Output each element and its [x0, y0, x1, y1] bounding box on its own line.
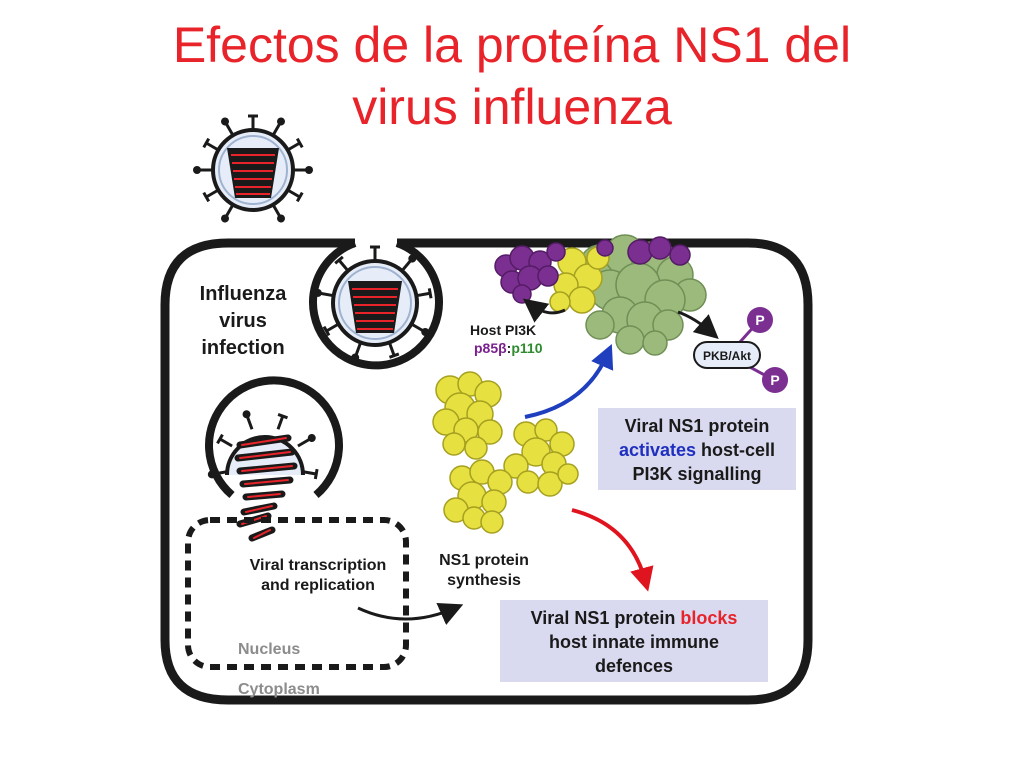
activates-pre: Viral	[625, 416, 669, 436]
budding-virus-vesicle	[309, 239, 443, 370]
pi3k-arrow-left	[522, 298, 566, 323]
pi3k-subunits-label: p85β:p110	[474, 340, 543, 356]
activates-mid: protein	[703, 416, 769, 436]
activates-ns1: NS1	[668, 416, 703, 436]
blocks-pre: Viral	[531, 608, 575, 628]
pi3k-complex-structure	[494, 234, 707, 356]
title-line-2: virus influenza	[352, 79, 672, 135]
blocks-mid: protein	[609, 608, 680, 628]
activates-line-1: Viral NS1 protein	[625, 416, 770, 436]
influenza-label-line-2: virus	[219, 310, 267, 332]
blocks-verb: blocks	[680, 608, 737, 628]
pkb-akt-label: PKB/Akt	[703, 349, 751, 363]
page-title: Efectos de la proteína NS1 del virus inf…	[0, 14, 1024, 138]
blocks-ns1: NS1	[574, 608, 609, 628]
nucleus-boundary	[185, 517, 409, 670]
ns1-synthesis-label-line-1: NS1 protein	[439, 552, 529, 569]
phospho-label-top: P	[755, 312, 764, 328]
p85b-label: p85β	[474, 340, 507, 356]
influenza-label-line-1: Influenza	[200, 283, 288, 305]
activates-line-3: PI3K signalling	[632, 464, 761, 484]
phospho-circle-top	[747, 307, 773, 333]
blocking-arrow	[571, 508, 654, 592]
phospho-circle-bottom	[762, 367, 788, 393]
transcription-label-line-2: and replication	[261, 577, 375, 594]
subunit-colon: :	[507, 340, 512, 356]
activates-verb: activates	[619, 440, 696, 460]
blocks-line-3: defences	[595, 656, 673, 676]
phospho-label-bottom: P	[770, 372, 779, 388]
virus-particle-outside	[191, 114, 315, 226]
activates-box-bg	[598, 408, 796, 490]
ns1-synthesis-label-line-2: synthesis	[447, 572, 521, 589]
activates-line-2: activates host-cell	[619, 440, 775, 460]
p110-label: p110	[511, 340, 542, 356]
blocks-line-2: host innate immune	[549, 632, 719, 652]
export-arrow	[357, 603, 464, 626]
title-line-1: Efectos de la proteína NS1 del	[172, 17, 852, 73]
pi3k-arrow-right	[677, 310, 719, 339]
ns1-protein-structures	[432, 371, 579, 534]
activates-rest: host-cell	[696, 440, 775, 460]
cytoplasm-label: Cytoplasm	[238, 681, 320, 698]
pkb-akt-node	[693, 341, 761, 369]
host-pi3k-label: Host PI3K	[470, 322, 536, 338]
transcription-label-line-1: Viral transcription	[250, 557, 387, 574]
influenza-label-line-3: infection	[201, 337, 284, 359]
endosome-vesicle	[205, 376, 343, 499]
blocks-box-bg	[500, 600, 768, 682]
blocks-line-1: Viral NS1 protein blocks	[531, 608, 738, 628]
activation-arrow	[524, 344, 614, 419]
nucleus-label: Nucleus	[238, 641, 300, 658]
cell-membrane	[160, 238, 813, 705]
virus-particle-budding	[311, 245, 433, 365]
